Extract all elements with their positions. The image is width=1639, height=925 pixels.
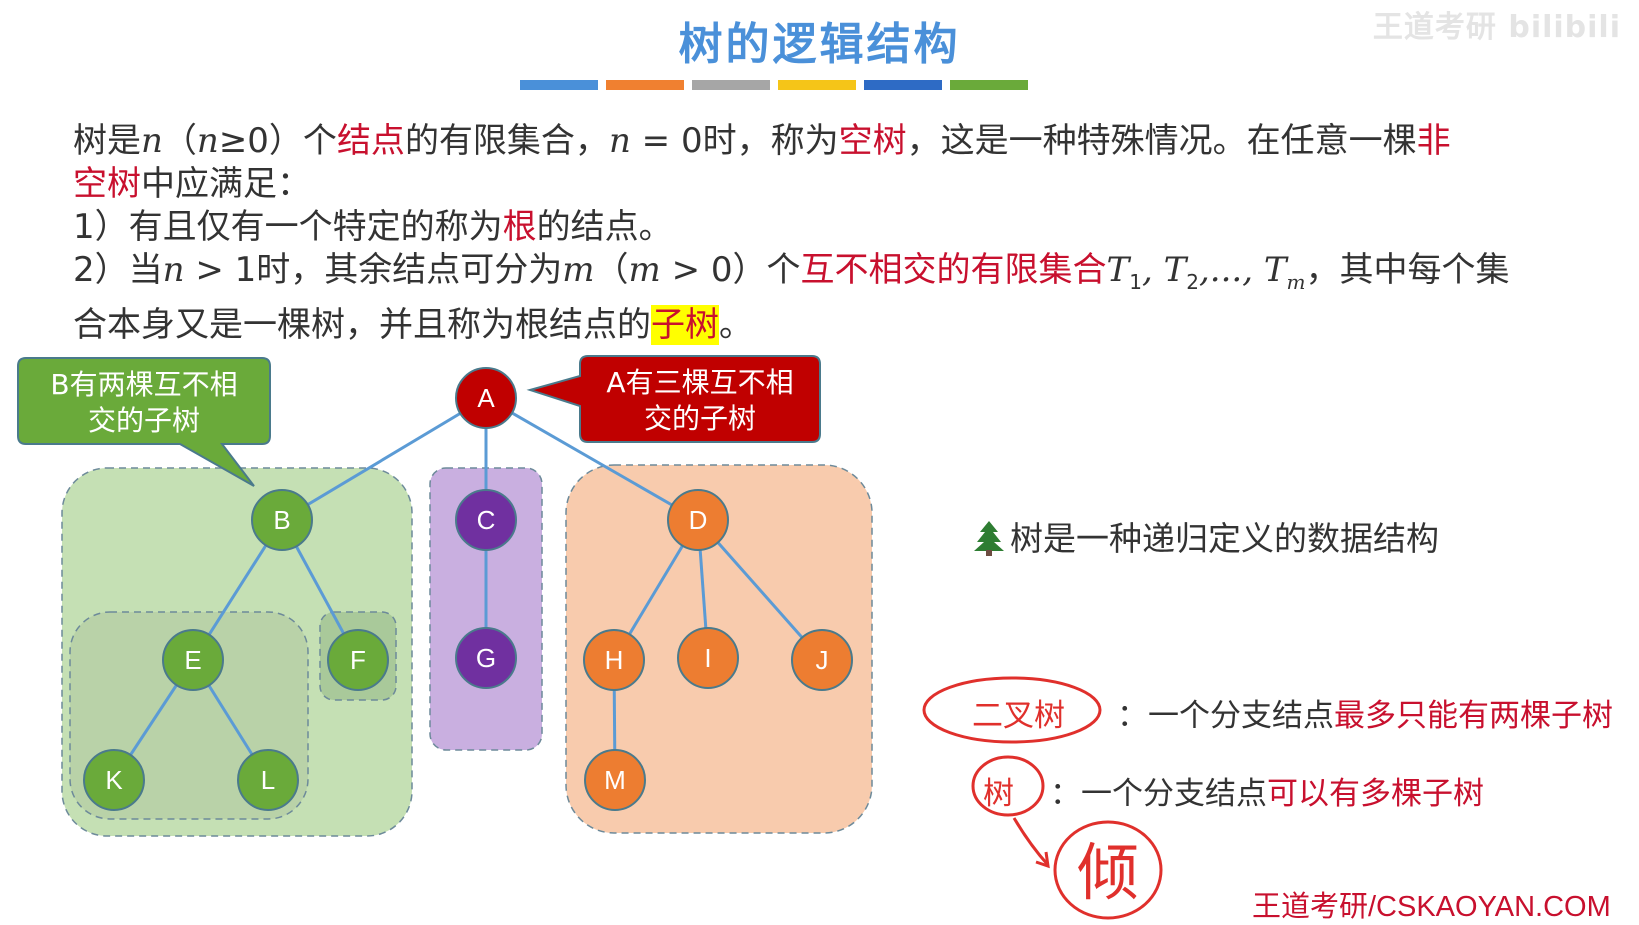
node-label: B <box>273 505 290 535</box>
node-j: J <box>791 629 853 691</box>
binary-tree-note: ：一个分支结点最多只能有两棵子树 <box>1117 698 1613 734</box>
binary-tree-label: 二叉树 <box>972 698 1065 734</box>
definition-line-4: 2）当n > 1时，其余结点可分为m（m > 0）个互不相交的有限集合T1, T… <box>73 250 1510 294</box>
node-g: G <box>455 627 517 689</box>
definition-line-2: 空树中应满足： <box>73 164 311 204</box>
arrow-head <box>1035 851 1050 869</box>
title-bar <box>520 80 598 90</box>
node-label: I <box>704 643 711 673</box>
node-k: K <box>83 749 145 811</box>
definition-line-5: 合本身又是一棵树，并且称为根结点的子树。 <box>73 304 753 345</box>
definition-line-3: 1）有且仅有一个特定的称为根的结点。 <box>73 207 673 247</box>
red-callout: A有三棵互不相 交的子树 <box>526 355 821 443</box>
node-e: E <box>162 629 224 691</box>
tree-label: 树 <box>983 776 1014 812</box>
definition-line-1: 树是n（n≥0）个结点的有限集合，n = 0时，称为空树，这是一种特殊情况。在任… <box>73 121 1451 161</box>
node-label: A <box>477 383 495 413</box>
tree-circle <box>971 755 1045 817</box>
title-bar <box>864 80 942 90</box>
tree-icon <box>974 521 1004 556</box>
node-m: M <box>584 749 646 811</box>
green-callout: B有两棵互不相 交的子树 <box>17 357 271 487</box>
node-i: I <box>677 627 739 689</box>
node-l: L <box>237 749 299 811</box>
node-label: K <box>105 765 123 795</box>
green-callout-line-1: B有两棵互不相 <box>50 368 237 401</box>
node-label: M <box>604 765 626 795</box>
node-label: G <box>476 643 496 673</box>
node-label: D <box>689 505 708 535</box>
handwriting-circle <box>1053 820 1163 920</box>
title-bar <box>778 80 856 90</box>
green-callout-line-2: 交的子树 <box>88 404 200 437</box>
tree-diagram: B有两棵互不相 交的子树 A有三棵互不相 交的子树 A B C D E F G H I J K L M <box>17 355 873 837</box>
node-b: B <box>251 489 313 551</box>
node-label: E <box>184 645 201 675</box>
definition-text: 树是n（n≥0）个结点的有限集合，n = 0时，称为空树，这是一种特殊情况。在任… <box>73 120 1513 347</box>
title-bar <box>950 80 1028 90</box>
title-color-bars <box>520 80 1050 90</box>
binary-circle <box>922 676 1102 744</box>
node-label: J <box>816 645 829 675</box>
handwriting-text: 倾 <box>1077 836 1139 909</box>
tree-note: ：一个分支结点可以有多棵子树 <box>1050 776 1484 812</box>
node-label: L <box>261 765 275 795</box>
node-h: H <box>583 629 645 691</box>
title-bar <box>692 80 770 90</box>
edge-d-j <box>696 519 824 661</box>
recursive-note: 树是一种递归定义的数据结构 <box>972 512 1439 560</box>
edge-a-b <box>281 396 487 522</box>
node-f: F <box>327 629 389 691</box>
node-c: C <box>455 489 517 551</box>
node-label: C <box>477 505 496 535</box>
red-callout-line-1: A有三棵互不相 <box>606 366 793 399</box>
red-callout-line-2: 交的子树 <box>644 402 756 435</box>
node-a: A <box>455 367 517 429</box>
bilibili-watermark: 王道考研 bilibili <box>1372 10 1621 45</box>
node-label: H <box>605 645 624 675</box>
title-bar <box>606 80 684 90</box>
edge-a-d <box>485 396 699 522</box>
handwriting-arrow <box>1012 817 1050 867</box>
page-title: 树的逻辑结构 <box>678 19 961 70</box>
node-d: D <box>667 489 729 551</box>
tree-nodes: A B C D E F G H I J K L M <box>83 367 853 811</box>
node-label: F <box>350 645 366 675</box>
footer-site: 王道考研/CSKAOYAN.COM <box>1252 891 1611 923</box>
